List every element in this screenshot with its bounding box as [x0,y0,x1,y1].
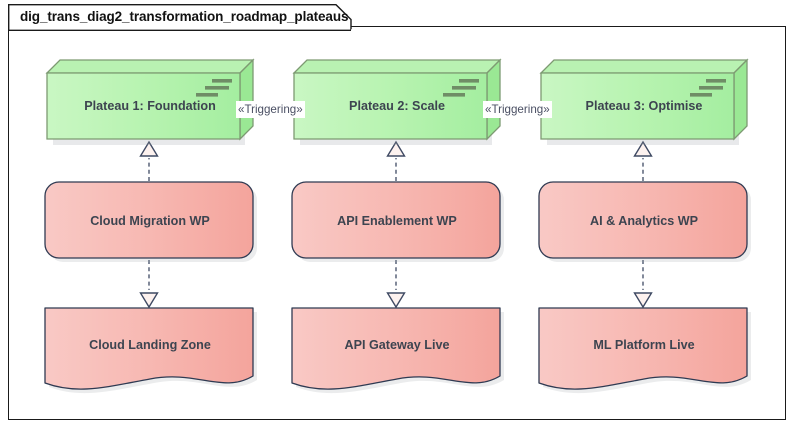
deliverable-shape-2 [291,307,504,394]
workpackage-shape-1 [44,181,257,262]
plateau-layers-icon [196,79,232,97]
deliverable-shape-1 [44,307,257,394]
workpackage-node-3[interactable]: AI & Analytics WP [538,181,751,263]
workpackage-shape-2 [291,181,504,262]
plateau-shape-1 [45,58,255,145]
plateau-shape-2 [292,58,502,145]
workpackage-node-2[interactable]: API Enablement WP [291,181,504,263]
plateau-shape-3 [539,58,749,145]
plateau-node-2[interactable]: Plateau 2: Scale [291,58,503,146]
deliverable-shape-3 [538,307,751,394]
triggering-label-2[interactable]: «Triggering» [483,101,552,118]
workpackage-shape-3 [538,181,751,262]
deliverable-node-1[interactable]: Cloud Landing Zone [44,307,257,394]
plateau-node-3[interactable]: Plateau 3: Optimise [538,58,750,146]
deliverable-node-3[interactable]: ML Platform Live [538,307,751,394]
plateau-node-1[interactable]: Plateau 1: Foundation [44,58,256,146]
deliverable-node-2[interactable]: API Gateway Live [291,307,504,394]
plateau-layers-icon [443,79,479,97]
diagram-title: dig_trans_diag2_transformation_roadmap_p… [20,9,349,24]
title-tab-shape [8,4,352,31]
workpackage-node-1[interactable]: Cloud Migration WP [44,181,257,263]
plateau-layers-icon [690,79,726,97]
triggering-label-1[interactable]: «Triggering» [236,101,305,118]
